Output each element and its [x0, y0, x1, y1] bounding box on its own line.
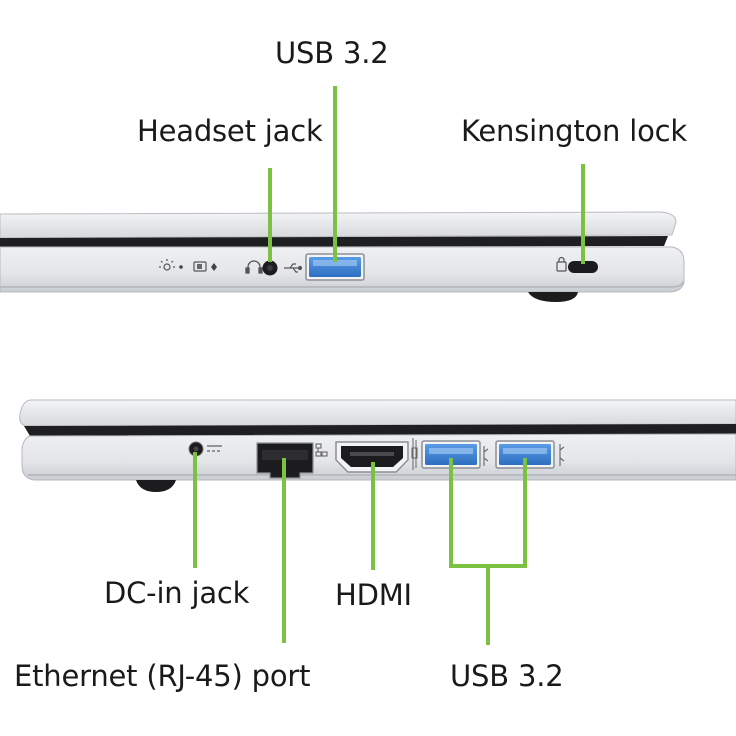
- label-dc-in-jack: DC-in jack: [104, 576, 250, 610]
- label-hdmi: HDMI: [335, 578, 412, 612]
- label-usb-bottom: USB 3.2: [450, 659, 564, 693]
- callout-lines: [193, 86, 585, 645]
- headset-icon: [245, 260, 263, 274]
- led-icons: [159, 259, 217, 272]
- usb-symbol-icon-3: [559, 444, 565, 466]
- bottom-lid: [19, 399, 736, 427]
- label-usb-top: USB 3.2: [275, 36, 389, 70]
- bottom-gap: [24, 424, 736, 436]
- hdmi-symbol-icon: [411, 438, 418, 470]
- label-headset-jack: Headset jack: [137, 114, 323, 148]
- top-lid: [0, 211, 677, 239]
- dc-symbol-icon: [207, 445, 222, 452]
- network-icon: [315, 443, 328, 457]
- lock-icon: [556, 256, 567, 272]
- usb-symbol-icon-2: [483, 446, 489, 466]
- label-kensington-lock: Kensington lock: [461, 114, 687, 148]
- top-foot: [528, 292, 578, 302]
- laptop-top-view: [0, 211, 685, 302]
- kensington-slot: [568, 261, 598, 273]
- label-ethernet-port: Ethernet (RJ-45) port: [14, 659, 311, 693]
- bottom-foot: [136, 480, 176, 492]
- usb-symbol-icon: [284, 263, 303, 273]
- laptop-bottom-view: [19, 399, 736, 492]
